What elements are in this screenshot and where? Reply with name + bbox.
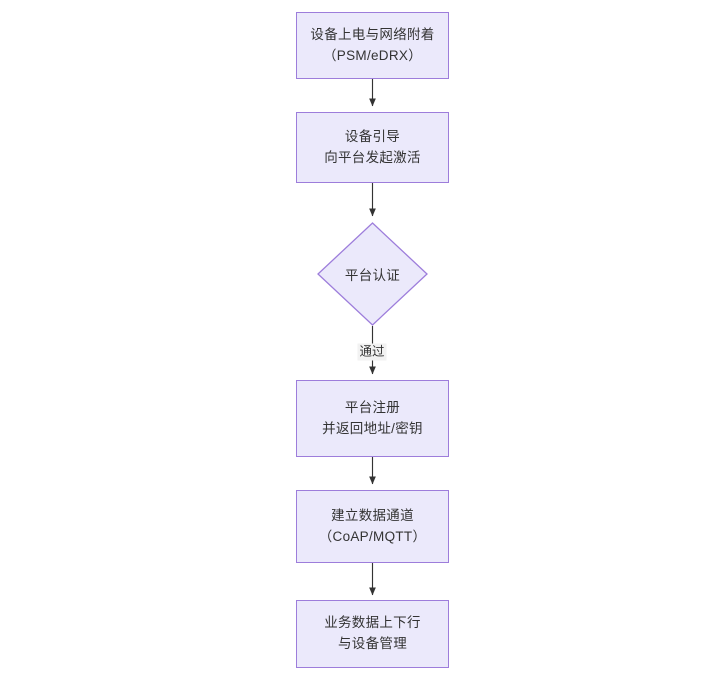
edge-label-pass: 通过 xyxy=(357,343,387,361)
node-label-line1: 建立数据通道 xyxy=(331,507,414,523)
node-label-line2: （CoAP/MQTT） xyxy=(318,528,427,544)
node-platform-registration[interactable]: 平台注册 并返回地址/密钥 xyxy=(296,380,449,457)
node-label-line1: 设备引导 xyxy=(344,128,401,144)
node-label-line1: 平台认证 xyxy=(344,268,401,283)
node-label-line2: 与设备管理 xyxy=(338,636,407,651)
node-label-line2: 并返回地址/密钥 xyxy=(322,420,423,436)
node-platform-authentication[interactable]: 平台认证 xyxy=(317,222,428,326)
node-establish-data-channel[interactable]: 建立数据通道 （CoAP/MQTT） xyxy=(296,490,449,563)
node-label-line1: 业务数据上下行 xyxy=(324,615,421,631)
diamond-shape xyxy=(317,222,428,326)
node-label-line1: 平台注册 xyxy=(344,399,401,415)
node-label-line2: 向平台发起激活 xyxy=(324,149,421,165)
node-business-data-and-device-management[interactable]: 业务数据上下行 与设备管理 xyxy=(296,600,449,668)
node-label-line1: 设备上电与网络附着 xyxy=(310,26,435,42)
node-power-on-network-attach[interactable]: 设备上电与网络附着 （PSM/eDRX） xyxy=(296,12,449,79)
node-device-bootstrap-activation[interactable]: 设备引导 向平台发起激活 xyxy=(296,112,449,183)
node-label-line2: （PSM/eDRX） xyxy=(322,47,423,63)
